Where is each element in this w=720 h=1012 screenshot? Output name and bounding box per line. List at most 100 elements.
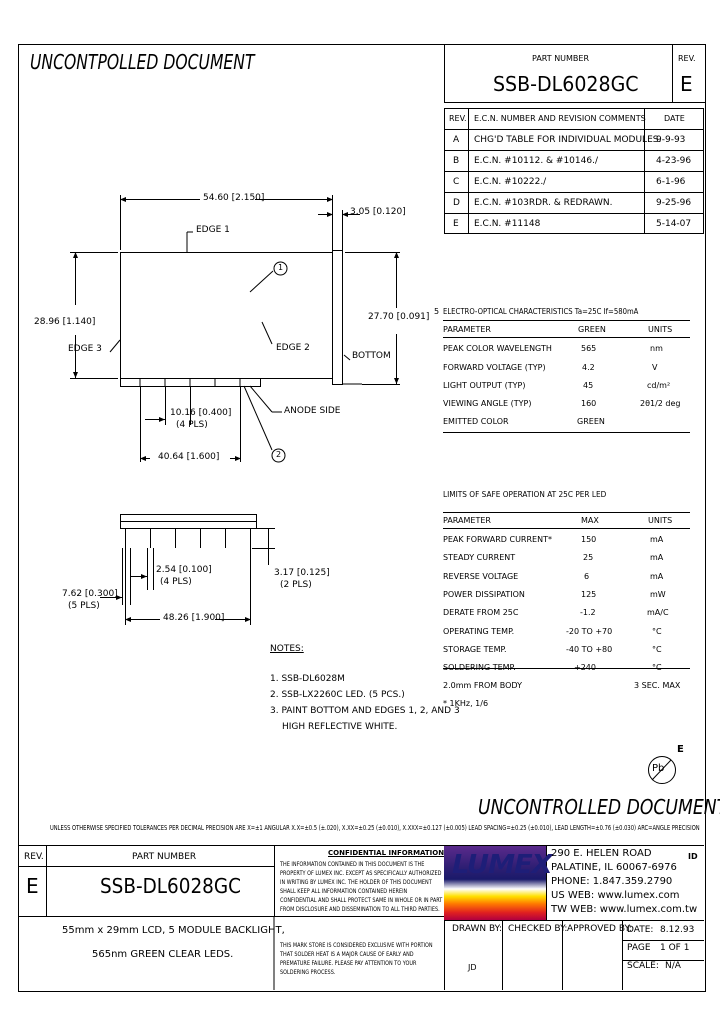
safe-cell: POWER DISSIPATION — [443, 590, 525, 599]
date-value: 8.12.93 — [660, 925, 695, 935]
safe-header: UNITS — [648, 516, 673, 525]
safe-cell: mA — [650, 535, 664, 544]
pb-label: Pb — [652, 763, 665, 774]
tb-rev-value: E — [26, 874, 39, 898]
rev-row-rev: D — [453, 198, 460, 208]
dim-top-right: 3.05 [0.120] — [350, 207, 406, 217]
dim-pin-pitch: 2.54 [0.100] — [156, 565, 212, 575]
rev-row-rev: A — [453, 135, 460, 145]
note-item: 3. PAINT BOTTOM AND EDGES 1, 2, AND 3 — [270, 706, 460, 716]
eo-header: UNITS — [648, 325, 673, 334]
rev-row-comment: E.C.N. #103RDR. & REDRAWN. — [474, 198, 613, 208]
page-value: 1 OF 1 — [660, 943, 690, 953]
eo-cell: LIGHT OUTPUT (TYP) — [443, 381, 526, 390]
safe-cell: 6 — [584, 572, 590, 581]
address-line: PHONE: 1.847.359.2790 — [551, 876, 673, 887]
safe-title: LIMITS OF SAFE OPERATION AT 25C PER LED — [443, 490, 607, 499]
safe-cell: °C — [652, 663, 662, 672]
dim-width: 54.60 [2.150] — [203, 193, 265, 203]
safe-cell: SOLDERING TEMP. — [443, 663, 516, 672]
safe-cell: 2.0mm FROM BODY — [443, 681, 523, 690]
confidential-title: CONFIDENTIAL INFORMATION — [328, 849, 445, 857]
edge2-label: EDGE 2 — [276, 343, 310, 353]
safe-cell: °C — [652, 645, 662, 654]
rev-row-rev: C — [453, 177, 460, 187]
tolerance-note: UNLESS OTHERWISE SPECIFIED TOLERANCES PE… — [50, 824, 700, 832]
lumex-logo: LUMEX — [444, 846, 553, 920]
eo-cell: FORWARD VOLTAGE (TYP) — [443, 363, 546, 372]
safe-cell: °C — [652, 627, 662, 636]
part-number: SSB-DL6028GC — [493, 72, 639, 96]
eo-title: ELECTRO-OPTICAL CHARACTERISTICS Ta=25C I… — [443, 307, 639, 316]
tb-rev-label: REV. — [24, 852, 44, 862]
safe-cell: PEAK FORWARD CURRENT* — [443, 535, 552, 544]
note-item: 1. SSB-DL6028M — [270, 674, 345, 684]
eo-cell: EMITTED COLOR — [443, 417, 509, 426]
safe-cell: mA — [650, 553, 664, 562]
revision-table-grid — [444, 108, 704, 234]
bottom-label: BOTTOM — [352, 351, 391, 361]
safe-cell: -20 TO +70 — [566, 627, 613, 636]
ecn-col-header: E.C.N. NUMBER AND REVISION COMMENTS — [474, 114, 646, 123]
eo-cell: 2θ1/2 deg — [640, 399, 681, 408]
rev-box — [672, 44, 705, 103]
page-label: PAGE — [627, 943, 651, 953]
rev-col-header: REV. — [449, 114, 467, 123]
rev-row-comment: E.C.N. #10222./ — [474, 177, 547, 187]
dim-left-pitch-count: (5 PLS) — [68, 601, 100, 611]
rev-row-date: 4-23-96 — [656, 156, 692, 166]
rev-row-comment: CHG'D TABLE FOR INDIVIDUAL MODULES. — [474, 135, 662, 145]
rev-row-rev: E — [453, 219, 459, 229]
tb-part-number-label: PART NUMBER — [132, 852, 197, 862]
eo-cell: 565 — [581, 344, 597, 353]
note-item: HIGH REFLECTIVE WHITE. — [282, 722, 398, 732]
rev-row-date: 9-25-96 — [656, 198, 692, 208]
callout-2: 2 — [276, 450, 282, 459]
rev-row-rev: B — [453, 156, 460, 166]
part-number-box — [444, 44, 673, 103]
document-border — [18, 44, 706, 992]
dim-span: 40.64 [1.600] — [158, 452, 220, 462]
rev-row-date: 5-14-07 — [656, 219, 692, 229]
safe-cell: mW — [650, 590, 666, 599]
eo-header: GREEN — [578, 325, 606, 334]
description-line: 565nm GREEN CLEAR LEDS. — [92, 949, 234, 960]
checked-by-label: CHECKED BY: — [508, 924, 568, 934]
eo-cell: GREEN — [577, 417, 605, 426]
eo-cell: PEAK COLOR WAVELENGTH — [443, 344, 552, 353]
rev-row-date: 9-9-93 — [656, 135, 686, 145]
dim-left-pitch: 7.62 [0.300] — [62, 589, 118, 599]
safe-cell: REVERSE VOLTAGE — [443, 572, 519, 581]
safe-cell: STEADY CURRENT — [443, 553, 516, 562]
safe-cell: DERATE FROM 25C — [443, 608, 519, 617]
eo-cell: V — [652, 363, 658, 372]
eo-cell: 160 — [581, 399, 597, 408]
description-line: 55mm x 29mm LCD, 5 MODULE BACKLIGHT, — [62, 925, 285, 936]
dim-pitch-a-count: (4 PLS) — [176, 420, 208, 430]
eo-cell: 45 — [583, 381, 594, 390]
safe-header: PARAMETER — [443, 516, 491, 525]
address-line: 290 E. HELEN ROAD — [551, 848, 652, 859]
rev-value: E — [680, 72, 693, 96]
drawn-by-label: DRAWN BY: — [452, 924, 502, 934]
address-line: PALATINE, IL 60067-6976 — [551, 862, 677, 873]
eo-header: PARAMETER — [443, 325, 491, 334]
safe-cell: 25 — [583, 553, 594, 562]
dim-height-left: 28.96 [1.140] — [34, 317, 96, 327]
pb-free-icon — [648, 756, 676, 784]
safe-footnote: * 1KHz, 1/6 — [443, 699, 489, 708]
safe-cell: -1.2 — [580, 608, 596, 617]
safe-header: MAX — [581, 516, 599, 525]
eo-prefix: 5 — [434, 307, 440, 316]
watermark-top: UNCONTPOLLED DOCUMENT — [30, 50, 255, 74]
date-col-header: DATE — [664, 114, 685, 123]
dim-total: 48.26 [1.900] — [163, 613, 225, 623]
watermark-bottom: UNCONTROLLED DOCUMENT — [478, 795, 720, 819]
eo-cell: cd/m² — [647, 381, 671, 390]
eo-cell: nm — [650, 344, 663, 353]
scale-value: N/A — [665, 961, 681, 971]
scale-label: SCALE: — [627, 961, 659, 971]
edge3-label: EDGE 3 — [68, 344, 102, 354]
dim-height-right: 27.70 [0.091] — [368, 312, 430, 322]
safe-cell: +240 — [574, 663, 596, 672]
